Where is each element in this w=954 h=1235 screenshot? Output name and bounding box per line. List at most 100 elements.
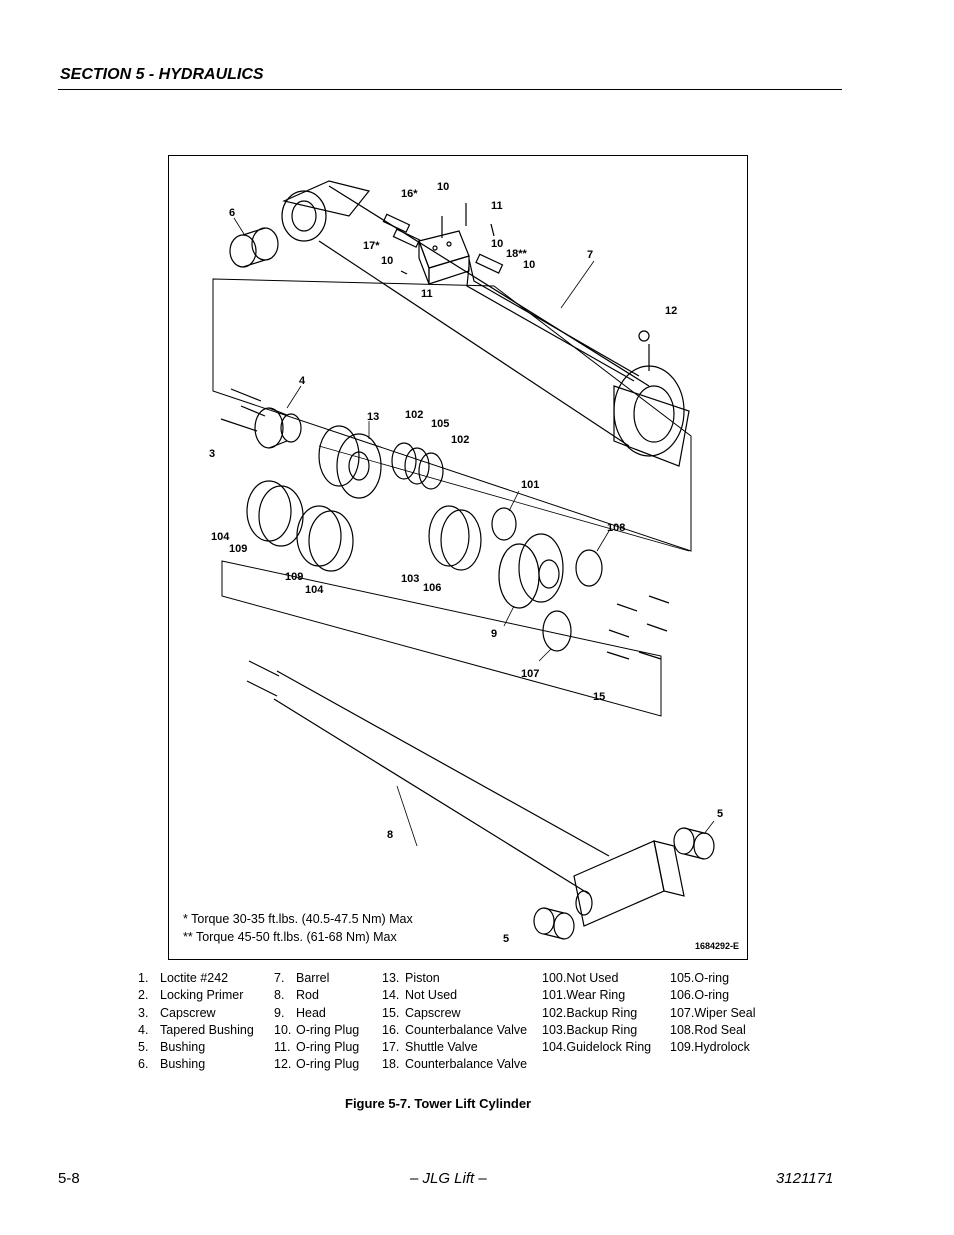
rings-104-109-upper	[246, 480, 304, 547]
wear-ring-101	[491, 507, 517, 541]
callout-10b: 10	[491, 238, 503, 250]
figure-frame: 6 16* 10 11 10 17* 10 18** 10 11 7 12 4 …	[168, 155, 748, 960]
legend-item: 4.Tapered Bushing	[138, 1022, 254, 1037]
legend-item: 7.Barrel	[274, 971, 330, 985]
legend-item: 100.Not Used	[542, 971, 619, 985]
rod-8	[246, 660, 685, 927]
callout-6: 6	[229, 207, 235, 219]
leader-lines	[233, 217, 715, 847]
callout-105: 105	[431, 418, 449, 430]
callout-labels: 6 16* 10 11 10 17* 10 18** 10 11 7 12 4 …	[209, 181, 723, 945]
callout-101: 101	[521, 479, 539, 491]
piston-13	[318, 425, 690, 552]
rings-103-106	[428, 505, 482, 571]
callout-10a: 10	[437, 181, 449, 193]
legend-item: 18.Counterbalance Valve	[382, 1057, 528, 1072]
legend-item: 15.Capscrew	[382, 1005, 461, 1020]
plug-parts	[400, 203, 650, 371]
rings-102-105	[391, 442, 444, 490]
callout-11b: 11	[421, 288, 433, 300]
callout-16: 16*	[401, 188, 418, 200]
legend-item: 103.Backup Ring	[542, 1022, 638, 1037]
rings-104-109-lower	[296, 505, 354, 572]
panel-outline-bottom	[221, 560, 662, 717]
valve-18	[475, 253, 504, 274]
legend-item: 105.O-ring	[670, 971, 730, 985]
callout-3: 3	[209, 448, 215, 460]
legend-item: 106.O-ring	[670, 988, 730, 1003]
torque-note-1: * Torque 30-35 ft.lbs. (40.5-47.5 Nm) Ma…	[183, 912, 413, 926]
legend-item: 17.Shuttle Valve	[382, 1040, 478, 1055]
capscrews-3	[220, 388, 266, 432]
exploded-view-drawing: 6 16* 10 11 10 17* 10 18** 10 11 7 12 4 …	[209, 180, 723, 945]
callout-8: 8	[387, 829, 393, 841]
legend-column-5: 105.O-ring 106.O-ring 107.Wiper Seal 108…	[670, 970, 755, 1056]
capscrews-15	[606, 595, 670, 660]
callout-9: 9	[491, 628, 497, 640]
tapered-bushing-4	[254, 407, 302, 449]
bushing-5-lower	[533, 907, 575, 940]
barrel-7	[281, 180, 690, 467]
legend-item: 9.Head	[274, 1005, 326, 1020]
callout-12: 12	[665, 305, 677, 317]
footer-center: – JLG Lift –	[410, 1170, 487, 1187]
legend-item: 109.Hydrolock	[670, 1040, 750, 1055]
callout-102a: 102	[405, 409, 423, 421]
legend-column-4: 100.Not Used 101.Wear Ring 102.Backup Ri…	[542, 970, 651, 1056]
legend-column-2: 7.Barrel 8.Rod 9.Head 10.O-ring Plug 11.…	[274, 970, 359, 1074]
page-number: 5-8	[58, 1170, 80, 1187]
wiper-seal-107	[542, 610, 572, 652]
legend-item: 3.Capscrew	[138, 1005, 216, 1020]
rod-seal-108	[575, 549, 603, 587]
legend-item: 5.Bushing	[138, 1040, 206, 1055]
document-number: 3121171	[776, 1170, 834, 1187]
legend-item: 2.Locking Primer	[138, 988, 244, 1003]
callout-106: 106	[423, 582, 441, 594]
panel-outline-top	[212, 278, 692, 552]
callout-104a: 104	[211, 531, 230, 543]
callout-102b: 102	[451, 434, 469, 446]
callout-108: 108	[607, 522, 625, 534]
legend-item: 16.Counterbalance Valve	[382, 1022, 528, 1037]
callout-5a: 5	[717, 808, 723, 820]
callout-109b: 109	[285, 571, 303, 583]
drawing-number: 1684292-E	[694, 941, 739, 951]
legend-item: 13.Piston	[382, 971, 440, 985]
legend-item: 102.Backup Ring	[542, 1005, 638, 1020]
header-rule	[58, 89, 842, 90]
bushing-5-upper	[673, 827, 715, 860]
legend-item: 10.O-ring Plug	[274, 1022, 360, 1037]
callout-103: 103	[401, 573, 419, 585]
legend-item: 11.O-ring Plug	[274, 1040, 360, 1055]
callout-13: 13	[367, 411, 379, 423]
section-title: SECTION 5 - HYDRAULICS	[60, 66, 264, 83]
legend-item: 1.Loctite #242	[138, 971, 229, 985]
callout-15: 15	[593, 691, 605, 703]
figure-caption: Figure 5-7. Tower Lift Cylinder	[345, 1096, 532, 1111]
callout-10c: 10	[381, 255, 393, 267]
callout-18: 18**	[506, 248, 528, 260]
callout-109a: 109	[229, 543, 247, 555]
callout-7: 7	[587, 249, 593, 261]
head-9	[498, 533, 564, 609]
valve-block	[418, 230, 640, 382]
legend-column-3: 13.Piston 14.Not Used 15.Capscrew 16.Cou…	[382, 970, 527, 1074]
legend-item: 104.Guidelock Ring	[542, 1040, 652, 1055]
legend-column-1: 1.Loctite #242 2.Locking Primer 3.Capscr…	[138, 970, 254, 1074]
callout-11a: 11	[491, 200, 503, 212]
callout-5b: 5	[503, 933, 509, 945]
legend-item: 108.Rod Seal	[670, 1022, 746, 1037]
valve-16-17	[382, 213, 421, 248]
legend-item: 6.Bushing	[138, 1057, 206, 1072]
callout-107: 107	[521, 668, 539, 680]
legend-item: 8.Rod	[274, 988, 319, 1003]
legend-item: 12.O-ring Plug	[274, 1057, 360, 1072]
callout-17: 17*	[363, 240, 380, 252]
callout-4: 4	[299, 375, 306, 387]
legend-item: 14.Not Used	[382, 988, 458, 1003]
callout-104b: 104	[305, 584, 324, 596]
callout-10d: 10	[523, 259, 535, 271]
legend-item: 107.Wiper Seal	[670, 1005, 756, 1020]
bushing-6	[229, 227, 279, 268]
legend-item: 101.Wear Ring	[542, 988, 626, 1003]
